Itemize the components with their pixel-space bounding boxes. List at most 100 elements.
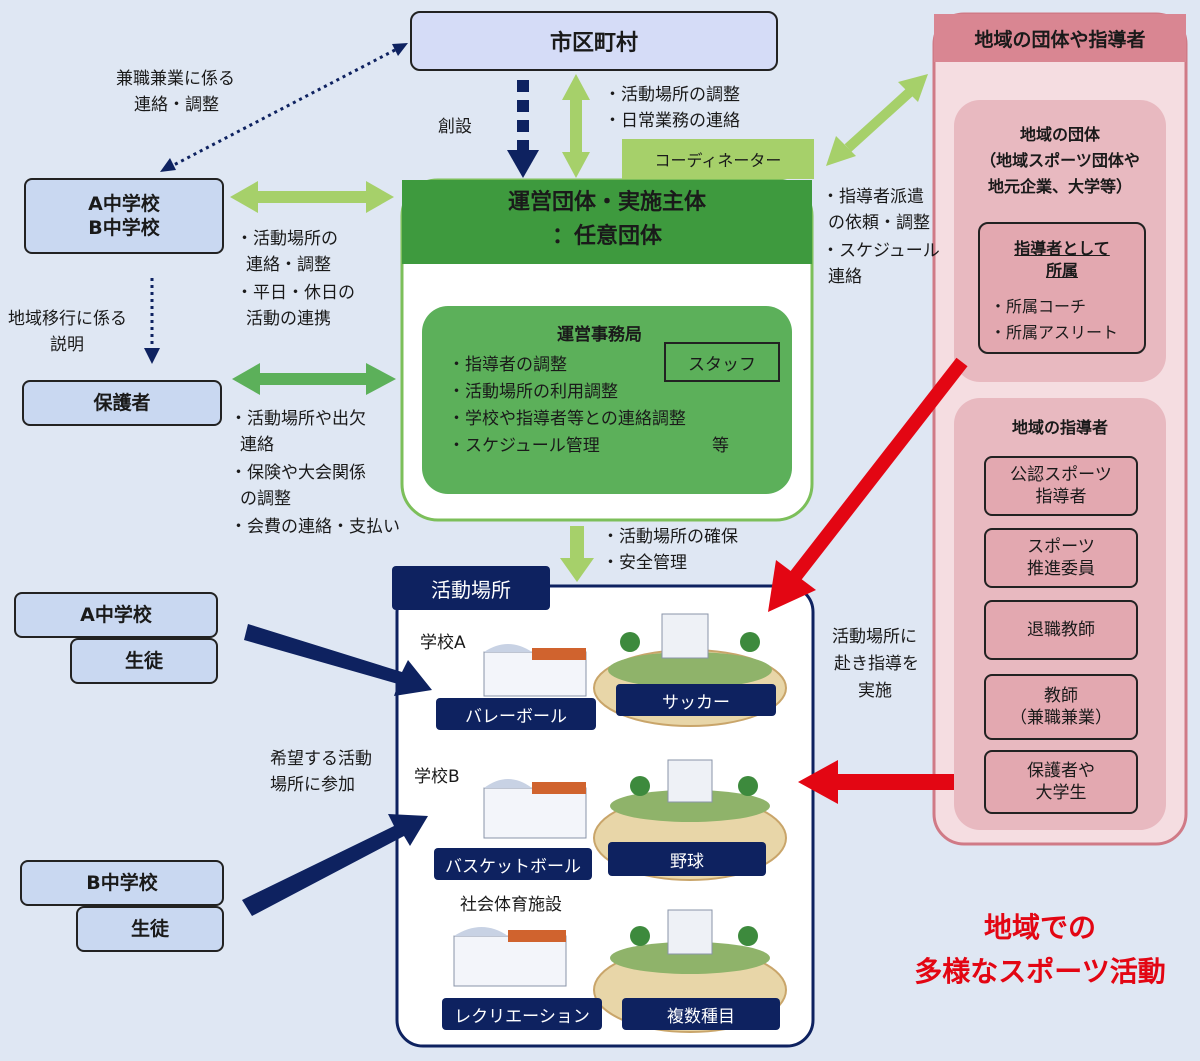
staff-label: スタッフ (688, 354, 756, 375)
coach-teacher-1: 教師 (1044, 686, 1078, 706)
side-job-arrow (160, 43, 408, 172)
students-a-label: 生徒 (124, 650, 163, 672)
school-operator-arrow (230, 181, 394, 213)
students-a-box: 生徒 (70, 638, 218, 684)
note-venue-secure-2: ・安全管理 (602, 553, 687, 573)
affiliated-item-2: ・所属アスリート (990, 323, 1119, 342)
students-a-school-label: A中学校 (80, 604, 152, 626)
activity-multi-label: 複数種目 (667, 1006, 735, 1027)
coordinator-region-arrow (826, 74, 928, 166)
activity-basketball: バスケットボール (434, 848, 592, 880)
activity-recreation: レクリエーション (442, 998, 602, 1030)
transition-arrow (144, 278, 160, 364)
activity-soccer: サッカー (616, 684, 776, 716)
coach-promotion-1: スポーツ (1027, 537, 1095, 557)
coach-promotion: スポーツ 推進委員 (984, 528, 1138, 588)
coaches-title: 地域の指導者 (1011, 418, 1108, 437)
venue-title-badge: 活動場所 (392, 566, 550, 610)
affiliated-title: 指導者として 所属 (980, 238, 1144, 282)
office-box: 運営事務局 スタッフ ・指導者の調整 ・活動場所の利用調整 ・学校や指導者等との… (422, 306, 792, 494)
venue-school-b: 学校B (414, 767, 460, 787)
region-header: 地域の団体や指導者 (934, 14, 1186, 62)
note-join-2: 場所に参加 (270, 775, 355, 795)
tagline-2: 多様なスポーツ活動 (914, 955, 1166, 988)
parents-operator-arrow (232, 363, 396, 395)
office-item-3: ・学校や指導者等との連絡調整 (448, 409, 686, 429)
org-title-1: 地域の団体 (1019, 125, 1100, 144)
note-join-1: 希望する活動 (270, 749, 372, 769)
coach-parents-2: 大学生 (1035, 783, 1087, 803)
office-etc: 等 (712, 436, 729, 456)
coach-teacher-2: （兼職兼業） (1010, 708, 1112, 728)
note-school-link-3: ・平日・休日の (236, 283, 355, 303)
join-arrow-b (242, 814, 428, 916)
city-operator-arrow (562, 74, 590, 178)
note-parents-2: 連絡 (240, 435, 274, 455)
note-school-link-1: ・活動場所の (236, 229, 338, 249)
coach-teacher: 教師 （兼職兼業） (984, 674, 1138, 740)
affiliated-title-1: 指導者として (1014, 239, 1110, 258)
operator-header-bg (402, 180, 812, 264)
tagline: 地域での 多様なスポーツ活動 (880, 906, 1200, 994)
note-venue-secure-1: ・活動場所の確保 (602, 527, 738, 547)
dispatch-arrow-upper (768, 357, 968, 612)
students-b-school: B中学校 (20, 860, 224, 906)
activity-volleyball: バレーボール (436, 698, 596, 730)
note-go-coach-2: 赴き指導を (834, 654, 919, 674)
note-school-link-4: 活動の連携 (246, 309, 331, 329)
note-side-job-1: 兼職兼業に係る (116, 69, 235, 89)
activity-soccer-label: サッカー (662, 692, 730, 713)
note-transition-1: 地域移行に係る (8, 309, 127, 329)
office-item-2: ・活動場所の利用調整 (448, 382, 618, 402)
note-founding: 創設 (438, 117, 472, 137)
parents-label: 保護者 (93, 392, 151, 414)
coach-retired-1: 退職教師 (1027, 620, 1095, 640)
note-parents-3: ・保険や大会関係 (230, 463, 366, 483)
affiliated-title-2: 所属 (1045, 261, 1078, 280)
staff-box: スタッフ (664, 342, 780, 382)
activity-baseball: 野球 (608, 842, 766, 876)
note-dispatch-3: ・スケジュール (822, 241, 940, 261)
operator-title: 運営団体・実施主体 ：任意団体 (402, 186, 812, 254)
note-parents-1: ・活動場所や出欠 (230, 409, 366, 429)
region-header-bg (934, 14, 1186, 62)
students-b-box: 生徒 (76, 906, 224, 952)
org-title-2: （地域スポーツ団体や (980, 151, 1140, 170)
coach-promotion-2: 推進委員 (1027, 559, 1095, 579)
operator-title-line2: ：任意団体 (551, 224, 662, 249)
venue-title: 活動場所 (431, 577, 511, 602)
note-dispatch-2: の依頼・調整 (828, 213, 930, 233)
note-city-link-2: ・日常業務の連絡 (604, 111, 740, 131)
org-title-3: 地元企業、大学等） (987, 177, 1132, 196)
parents-box: 保護者 (22, 380, 222, 426)
venue-secure-arrow (560, 526, 594, 582)
students-a-school: A中学校 (14, 592, 218, 638)
founding-arrow (507, 80, 539, 178)
office-title: 運営事務局 (557, 325, 642, 345)
activity-volleyball-label: バレーボール (465, 706, 567, 727)
coordinator-box: コーディネーター (622, 139, 814, 179)
students-b-school-label: B中学校 (86, 872, 158, 894)
ab-school-line1: A中学校 (88, 193, 160, 215)
coach-certified-2: 指導者 (1035, 487, 1087, 507)
venue-facility: 社会体育施設 (460, 895, 562, 915)
coach-certified-1: 公認スポーツ (1010, 465, 1112, 485)
note-side-job-2: 連絡・調整 (134, 95, 219, 115)
office-item-1: ・指導者の調整 (448, 355, 567, 375)
activity-multi: 複数種目 (622, 998, 780, 1030)
office-item-4: ・スケジュール管理 (448, 436, 600, 456)
activity-basketball-label: バスケットボール (445, 856, 581, 877)
operator-title-line1: 運営団体・実施主体 (507, 190, 706, 215)
join-arrow-a (244, 624, 432, 696)
activity-recreation-label: レクリエーション (454, 1006, 590, 1027)
venue-school-a: 学校A (420, 633, 466, 653)
city-label: 市区町村 (549, 31, 638, 56)
ab-school-line2: B中学校 (88, 217, 160, 239)
ab-school-box: A中学校 B中学校 (24, 178, 224, 254)
note-parents-4: の調整 (240, 489, 291, 509)
field-illustrations (593, 613, 787, 1033)
gym-illustrations (453, 644, 587, 987)
coach-certified: 公認スポーツ 指導者 (984, 456, 1138, 516)
affiliated-item-1: ・所属コーチ (990, 297, 1087, 316)
note-city-link-1: ・活動場所の調整 (604, 85, 740, 105)
